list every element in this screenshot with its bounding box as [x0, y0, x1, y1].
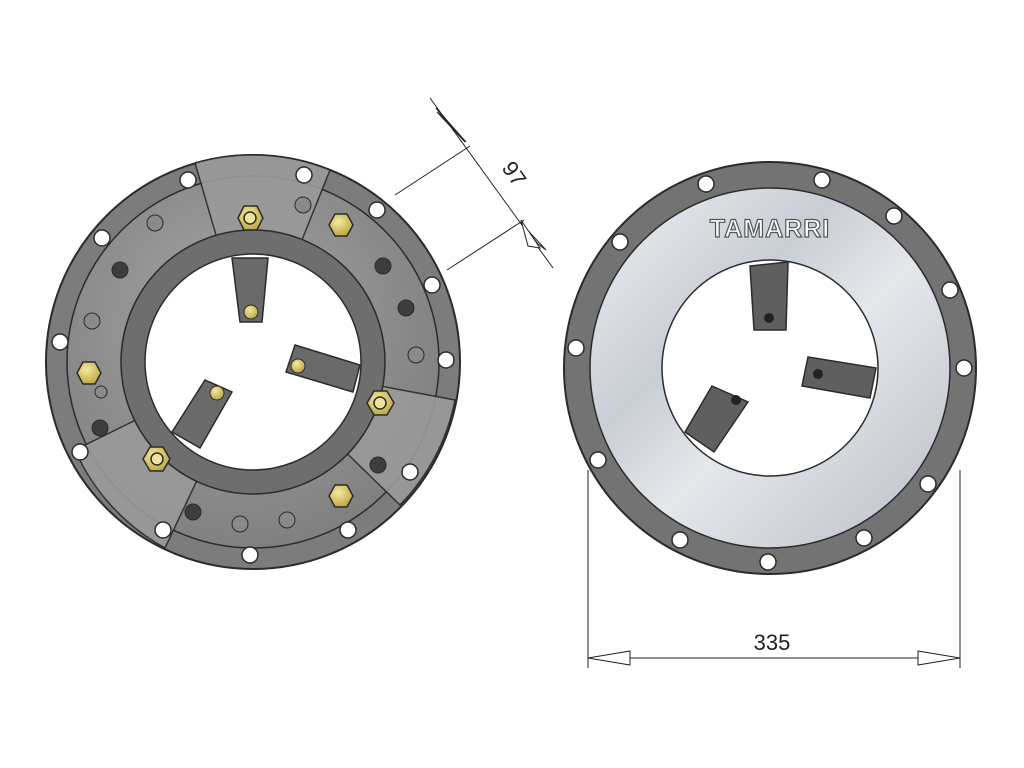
arrowhead-right	[917, 650, 961, 666]
brand-logo-text: TAMARRI	[710, 215, 830, 243]
arrowhead-top	[436, 111, 466, 143]
release-finger	[801, 356, 877, 399]
dimension-height	[394, 97, 554, 271]
arrowhead-bottom	[520, 219, 542, 249]
rim-mounting-holes	[51, 166, 455, 564]
rim-mounting-holes	[567, 171, 973, 571]
casting-holes	[91, 257, 415, 521]
release-finger	[170, 379, 234, 450]
clutch-rear-view: TAMARRI	[563, 161, 977, 575]
arrowhead-left	[587, 650, 631, 666]
casting-holes-light	[83, 196, 425, 533]
hex-bolts	[76, 205, 395, 508]
release-finger	[684, 385, 750, 454]
release-finger	[749, 261, 789, 331]
release-finger	[231, 257, 269, 323]
dimension-label-335: 335	[754, 630, 791, 655]
dimension-diameter	[587, 470, 961, 668]
extension-line-bottom	[446, 219, 525, 271]
dimension-label-97: 97	[497, 157, 532, 191]
release-finger	[285, 344, 361, 393]
extension-line-top	[394, 145, 471, 196]
clutch-front-view	[45, 154, 461, 570]
